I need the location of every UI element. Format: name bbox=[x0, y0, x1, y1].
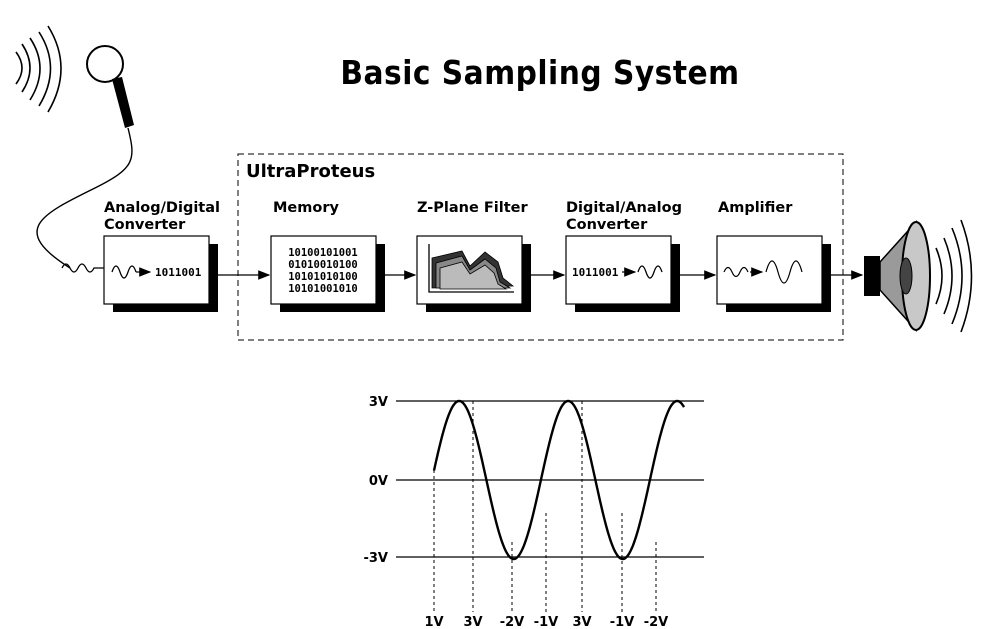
stage-amplifier bbox=[716, 235, 831, 312]
sample-label: -2V bbox=[644, 615, 669, 629]
stage-memory: 10100101001 01010010100 10101010100 1010… bbox=[270, 235, 385, 312]
microphone-icon bbox=[36, 45, 134, 269]
input-signal bbox=[61, 263, 108, 273]
diagram-title: Basic Sampling System bbox=[340, 53, 739, 92]
stage-label: Digital/Analog bbox=[566, 200, 682, 216]
sample-label: -1V bbox=[534, 615, 559, 629]
sample-label: 3V bbox=[572, 615, 591, 629]
memory-line: 10100101001 bbox=[288, 247, 358, 259]
stage-label: Converter bbox=[566, 217, 648, 233]
stage-digital-analog: 1011001 bbox=[565, 235, 680, 312]
sample-label: 1V bbox=[424, 615, 443, 629]
memory-line: 10101010100 bbox=[288, 271, 358, 283]
waveform-plot: 3V 0V -3V 1V 3V -2V -1V 3V -1V -2V bbox=[363, 395, 704, 629]
ad-output-bits: 1011001 bbox=[155, 266, 202, 279]
stage-label: Converter bbox=[104, 217, 186, 233]
sample-label: -1V bbox=[610, 615, 635, 629]
stage-label: Z-Plane Filter bbox=[417, 200, 528, 216]
stage-analog-digital: 1011001 bbox=[103, 235, 218, 312]
sound-waves-right-icon bbox=[935, 219, 973, 333]
sample-label: -2V bbox=[500, 615, 525, 629]
ultraproteus-group-box bbox=[237, 153, 844, 341]
speaker-icon bbox=[864, 220, 931, 332]
stage-z-plane-filter bbox=[416, 235, 531, 312]
y-level-label: -3V bbox=[363, 551, 388, 566]
sample-label: 3V bbox=[463, 615, 482, 629]
y-level-label: 0V bbox=[369, 474, 388, 489]
stage-label: Memory bbox=[273, 200, 339, 216]
memory-line: 01010010100 bbox=[288, 259, 358, 271]
sine-wave bbox=[432, 399, 686, 561]
group-label: UltraProteus bbox=[246, 161, 375, 182]
y-level-label: 3V bbox=[369, 395, 388, 410]
memory-line: 10101001010 bbox=[288, 283, 358, 295]
da-input-bits: 1011001 bbox=[572, 266, 619, 279]
stage-label: Analog/Digital bbox=[104, 200, 220, 216]
sound-waves-left-icon bbox=[15, 25, 62, 113]
filter-surface-icon bbox=[431, 250, 515, 290]
stage-label: Amplifier bbox=[718, 200, 793, 216]
